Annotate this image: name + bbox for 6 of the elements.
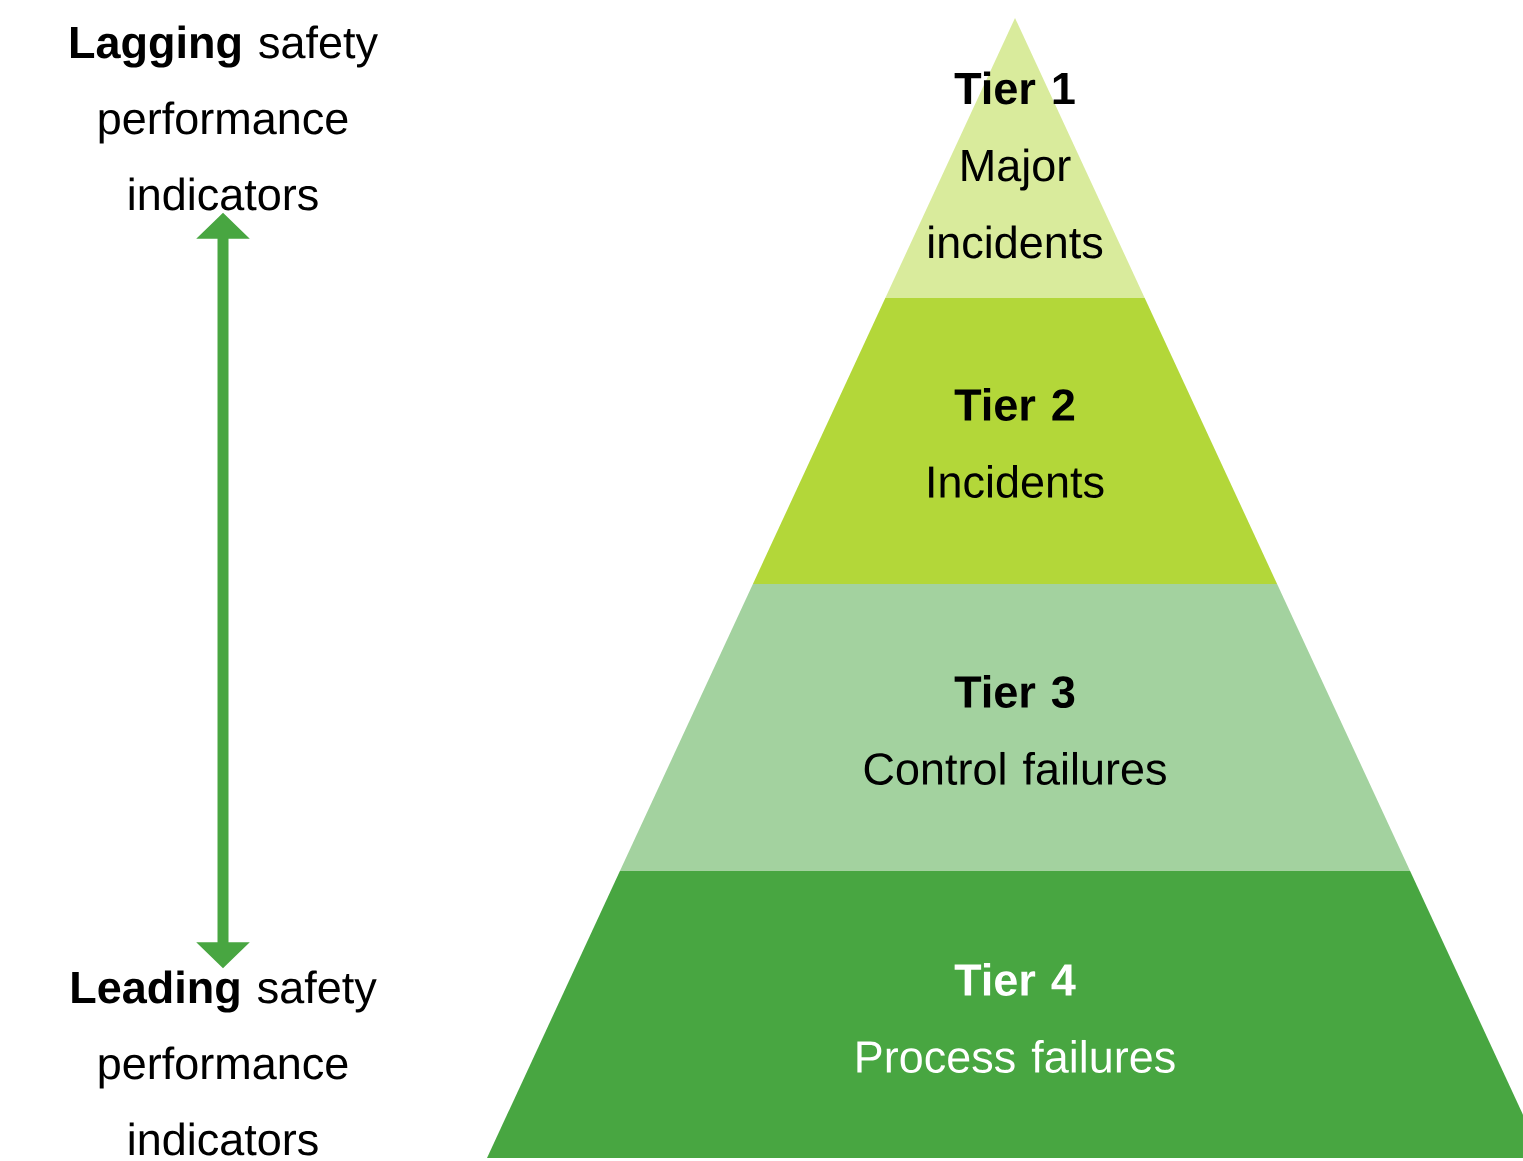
pyramid-tier: Tier 3 Control failures bbox=[619, 584, 1411, 871]
pyramid-tier: Tier 4 Process failures bbox=[487, 871, 1523, 1158]
pyramid-tier: Tier 1 Major incidents bbox=[885, 18, 1145, 298]
pyramid-tier: Tier 2 Incidents bbox=[752, 298, 1278, 584]
indicator-label: Lagging safety performance indicators bbox=[71, 25, 378, 211]
indicator-label: Leading safety performance indicators bbox=[72, 970, 377, 1156]
